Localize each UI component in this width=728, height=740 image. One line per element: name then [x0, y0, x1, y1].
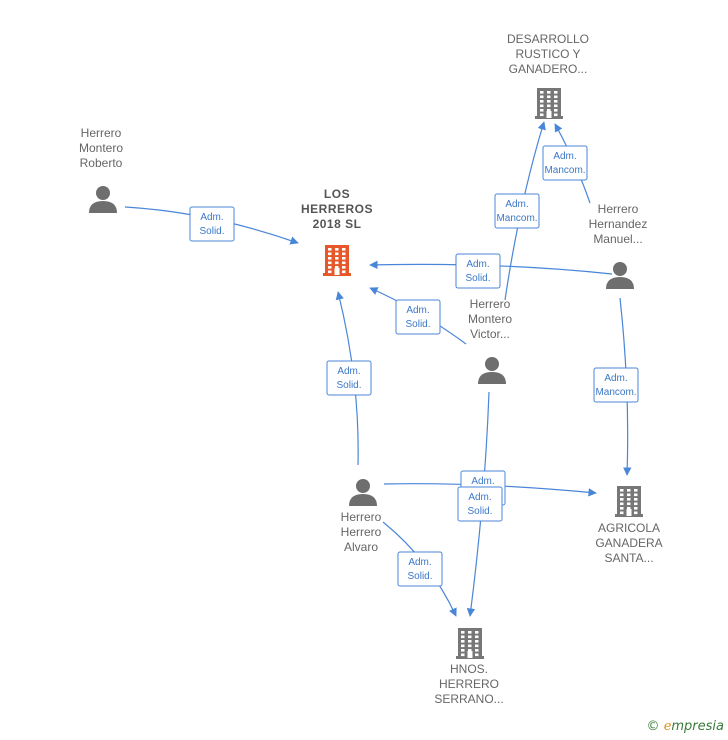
edge-role-text: Mancom. — [595, 387, 636, 398]
node-label-line: Victor... — [470, 327, 510, 341]
person-icon — [478, 357, 506, 384]
node-label-line: DESARROLLO — [507, 32, 589, 46]
node-label-line: Montero — [468, 312, 512, 326]
edge-role-text: Solid. — [465, 273, 490, 284]
person-icon — [349, 479, 377, 506]
node-label-line: GANADERA — [595, 536, 662, 550]
edge-role-text: Adm. — [408, 557, 431, 568]
node-label-line: SERRANO... — [434, 692, 503, 706]
node-agricola[interactable]: AGRICOLAGANADERASANTA... — [595, 486, 663, 565]
edge-role-label[interactable]: Adm. Mancom. — [542, 145, 588, 181]
edge-role-label[interactable]: Adm. Mancom. — [593, 367, 639, 403]
edge-role-text: Adm. — [406, 305, 429, 316]
node-label-line: Herrero — [470, 297, 511, 311]
company-building-icon — [615, 486, 643, 517]
edge-role-label[interactable]: Adm. Solid. — [326, 360, 372, 396]
brand-logo-e: e — [663, 719, 672, 734]
company-building-icon — [535, 88, 563, 119]
edge-role-text: Adm. — [466, 259, 489, 270]
node-label-line: Manuel... — [593, 232, 642, 246]
node-label-line: Herrero — [341, 525, 382, 539]
node-label-line: Herrero — [598, 202, 639, 216]
edge-role-text: Solid. — [336, 380, 361, 391]
node-label-line: AGRICOLA — [598, 521, 660, 535]
edge-role-label[interactable]: Adm. Solid. — [397, 551, 443, 587]
node-manuel[interactable]: HerreroHernandezManuel... — [589, 202, 648, 289]
node-label-line: HERREROS — [301, 202, 373, 216]
node-label-line: SANTA... — [604, 551, 653, 565]
node-label-line: Roberto — [80, 156, 123, 170]
node-label-line: Herrero — [341, 510, 382, 524]
node-label-line: HERRERO — [439, 677, 499, 691]
edge-role-text: Solid. — [467, 506, 492, 517]
node-label-line: GANADERO... — [509, 62, 588, 76]
brand-logo-text: mpresia — [671, 719, 724, 734]
edge-role-text: Adm. — [471, 476, 494, 487]
edge-role-label[interactable]: Adm. Solid. — [395, 299, 441, 335]
person-icon — [606, 262, 634, 289]
person-icon — [89, 186, 117, 213]
edge-labels-layer: Adm. Solid. Adm. Solid. Adm. Solid. Adm. Solid.… — [189, 145, 639, 587]
node-hnos[interactable]: HNOS.HERREROSERRANO... — [434, 628, 504, 706]
node-label-line: LOS — [324, 187, 350, 201]
node-label-line: Hernandez — [589, 217, 648, 231]
edge-role-label[interactable]: Adm. Solid. — [189, 206, 235, 242]
node-label-line: RUSTICO Y — [515, 47, 580, 61]
empresia-watermark: © empresia — [647, 719, 724, 734]
edge-role-text: Solid. — [199, 226, 224, 237]
node-label-line: HNOS. — [450, 662, 488, 676]
node-label-line: Alvaro — [344, 540, 378, 554]
edge-role-text: Adm. — [505, 199, 528, 210]
edge-role-text: Mancom. — [544, 165, 585, 176]
edge-role-text: Mancom. — [496, 213, 537, 224]
node-victor[interactable]: HerreroMonteroVictor... — [468, 297, 512, 384]
edge-role-text: Adm. — [200, 212, 223, 223]
edge-role-text: Adm. — [553, 151, 576, 162]
edge-role-text: Adm. — [337, 366, 360, 377]
node-label-line: Herrero — [81, 126, 122, 140]
copyright-symbol: © — [646, 719, 660, 734]
edge-role-text: Solid. — [405, 319, 430, 330]
company-building-icon — [456, 628, 484, 659]
edge-role-label[interactable]: Adm. Mancom. — [494, 193, 540, 229]
edge-role-text: Adm. — [604, 373, 627, 384]
edge-role-label[interactable]: Adm. Solid. — [455, 253, 501, 289]
focus-company-building-icon — [323, 245, 351, 276]
edge-role-text: Adm. — [468, 492, 491, 503]
node-label-line: Montero — [79, 141, 123, 155]
node-label-line: 2018 SL — [313, 217, 362, 231]
edge-role-text: Solid. — [407, 571, 432, 582]
edge-role-label[interactable]: Adm. Solid. — [457, 486, 503, 522]
